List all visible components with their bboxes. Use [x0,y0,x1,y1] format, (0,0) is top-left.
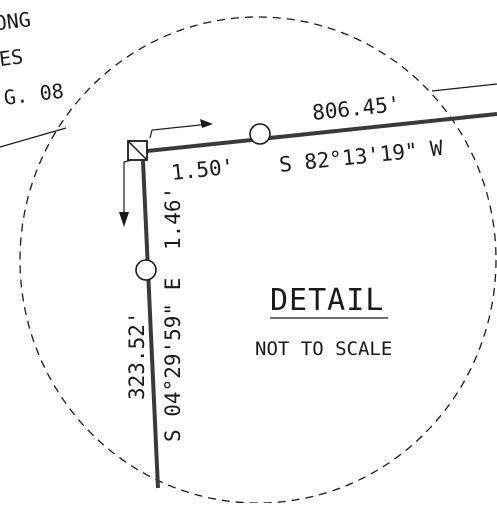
offset-arrow-east-icon [149,119,213,139]
detail-subtitle: NOT TO SCALE [255,338,392,360]
north-offset-label: 1.50' [170,154,235,184]
west-bearing-label: S 04°29'59" E [161,278,185,442]
left-reference-line [0,127,67,148]
north-distance-label: 806.45' [311,92,402,125]
detail-title: DETAIL [270,283,384,318]
corner-note-line-2: ES [0,44,24,71]
west-line-monument-icon [135,259,157,281]
detail-circle [19,16,497,504]
west-boundary-line [141,160,160,489]
west-offset-label: 1.46' [161,187,185,250]
corner-note: ONG ES G. 08 [0,7,65,110]
corner-monument-icon [127,140,148,161]
corner-note-line-1: ONG [0,7,32,35]
offset-arrow-south-icon [119,159,133,227]
north-bearing-label: S 82°13'19" W [278,136,444,177]
north-boundary-line [146,112,497,153]
west-distance-label: 323.52' [125,311,149,400]
corner-note-line-3: G. 08 [2,79,65,110]
north-line-monument-icon [249,123,271,145]
right-reference-line [431,83,497,92]
